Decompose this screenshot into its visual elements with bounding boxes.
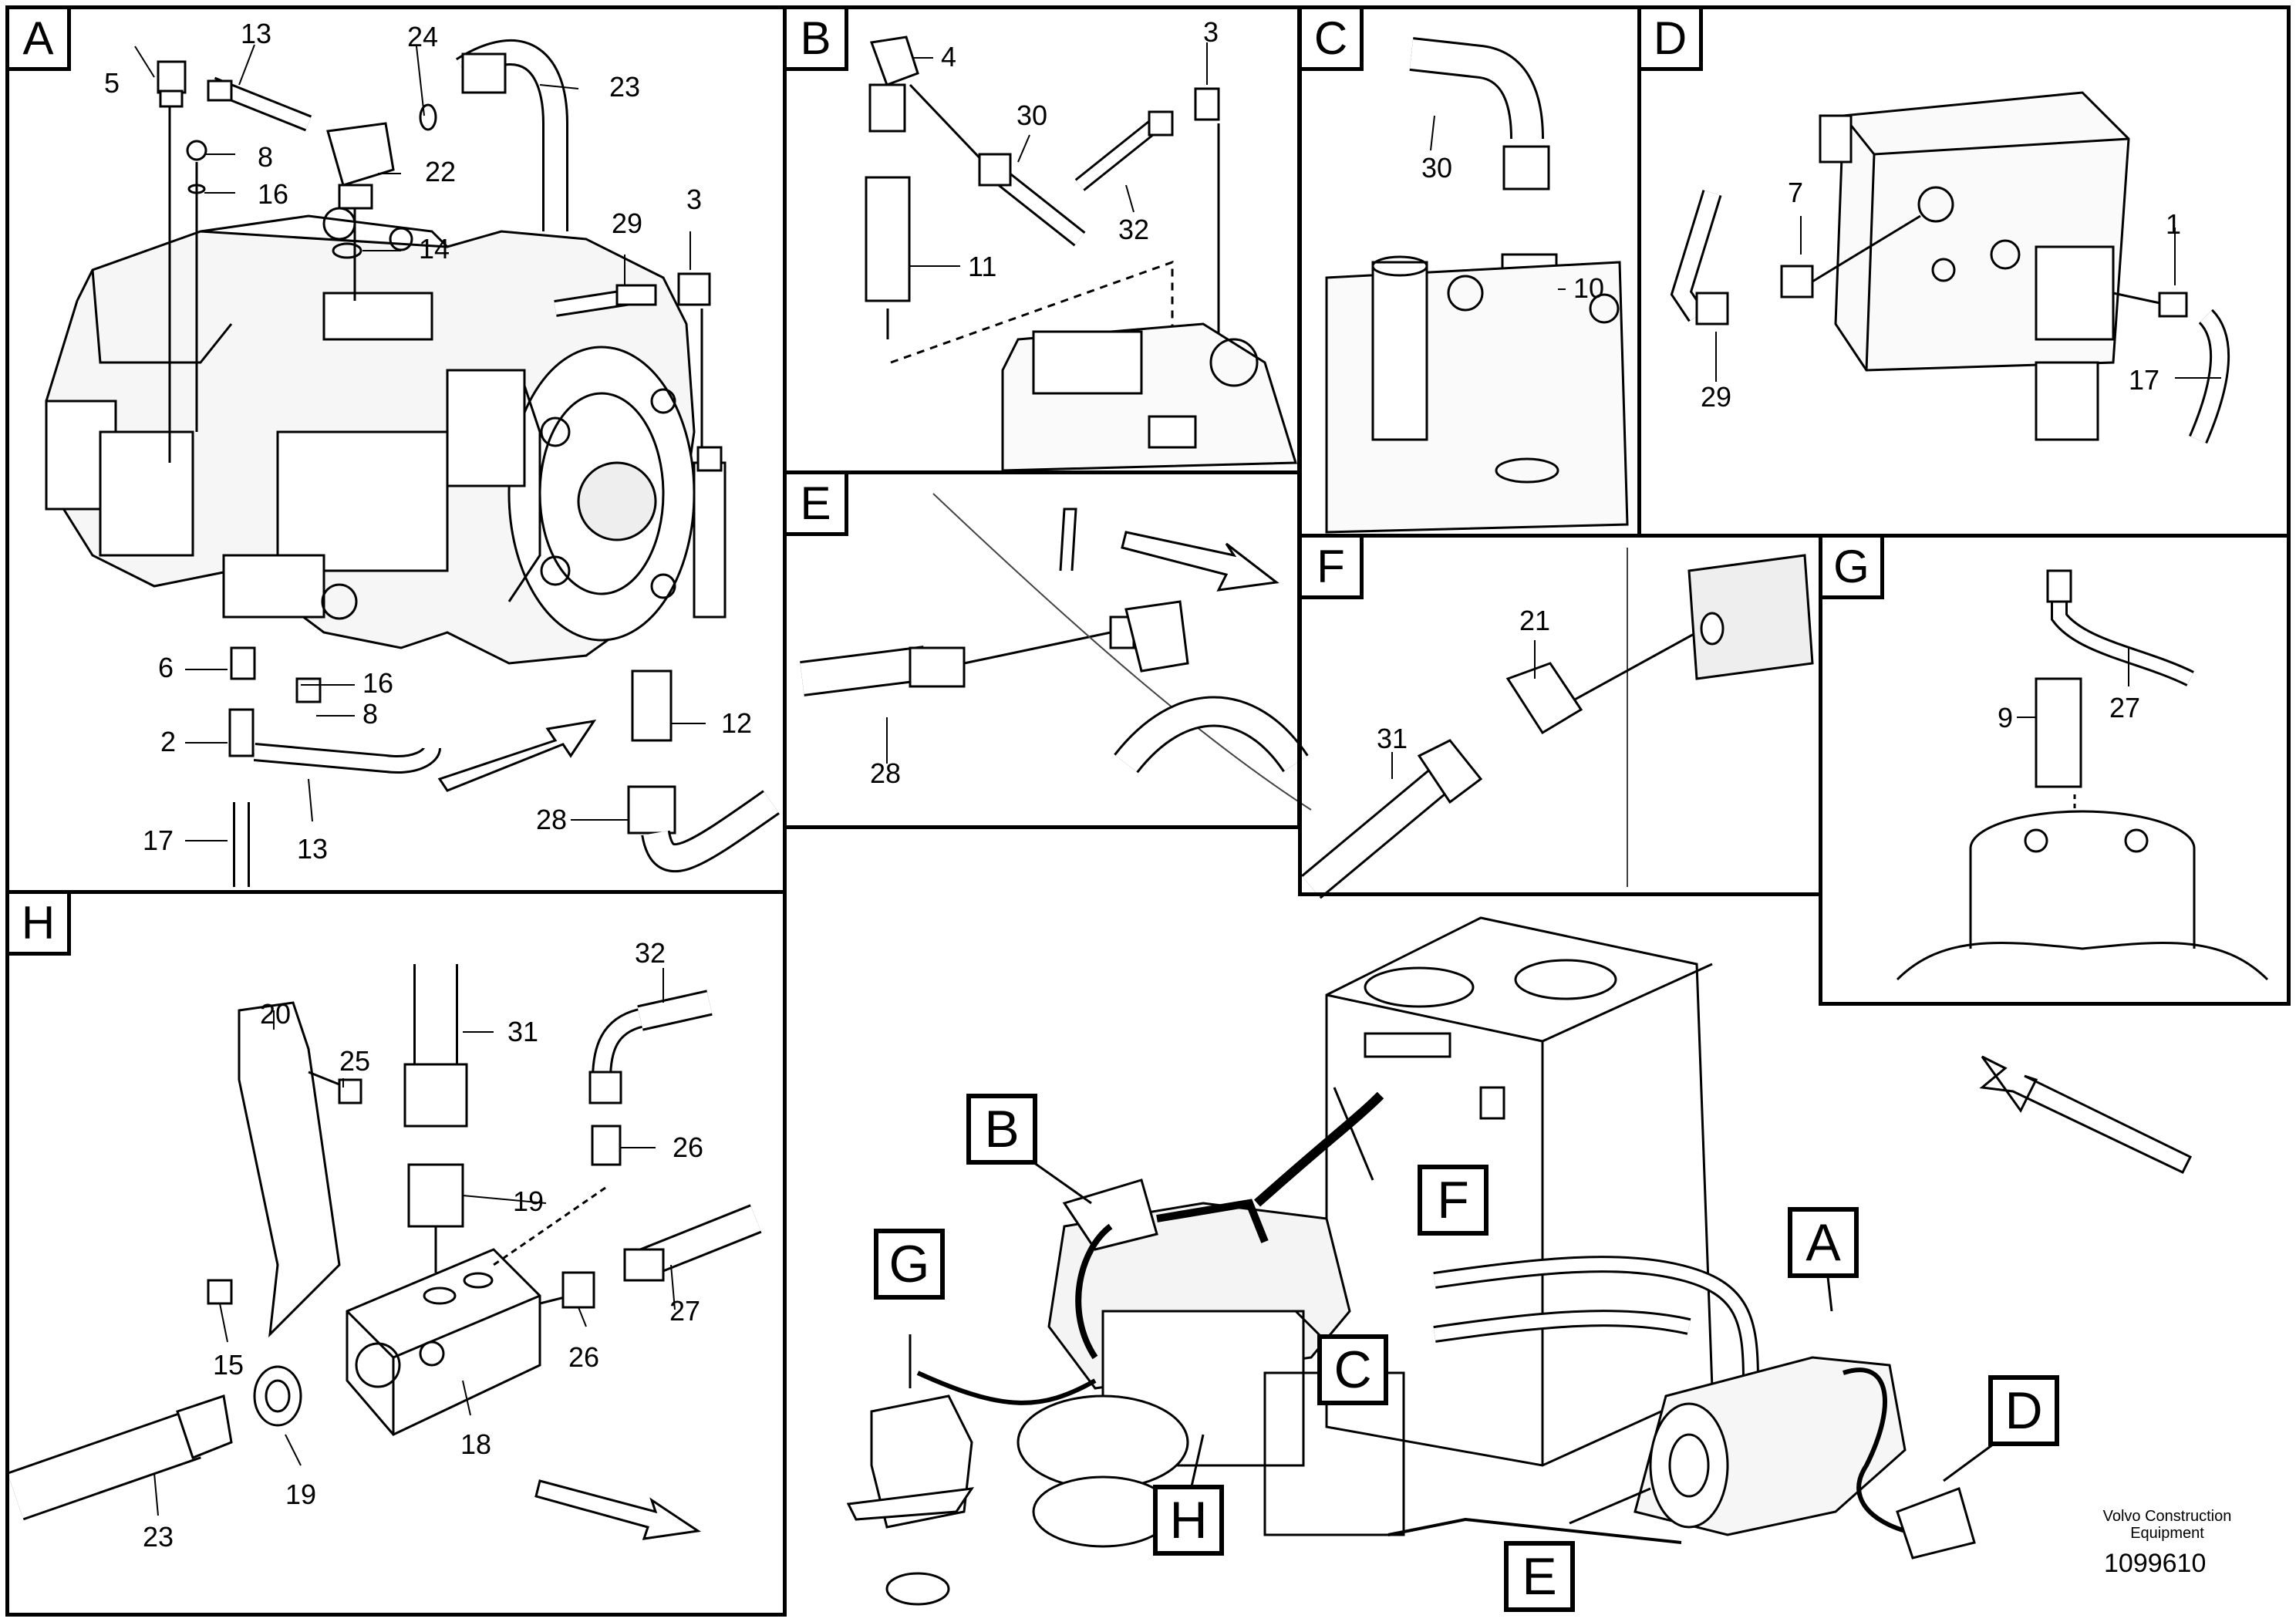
callout-a-23: 23	[609, 71, 641, 103]
panel-g-drawing	[1896, 569, 2269, 981]
panel-f-label: F	[1302, 538, 1364, 599]
callout-d-17: 17	[2129, 364, 2160, 396]
panel-d-label: D	[1641, 9, 1703, 71]
callout-d-7: 7	[1788, 177, 1804, 208]
callout-a-6: 6	[158, 652, 174, 683]
brand-name: Volvo Construction Equipment	[2075, 1508, 2260, 1542]
panel-g-label: G	[1822, 538, 1884, 599]
callout-h-31: 31	[507, 1016, 539, 1047]
callout-a-12: 12	[721, 707, 753, 739]
panel-e-label: E	[787, 474, 848, 536]
callout-g-9: 9	[1998, 702, 2014, 733]
overview-drawing	[846, 916, 2193, 1606]
callout-h-25: 25	[339, 1045, 371, 1077]
panel-b-label: B	[787, 9, 848, 71]
callout-a-8-top: 8	[258, 141, 274, 173]
overview-callout-e: E	[1504, 1541, 1575, 1612]
callout-a-16-bottom: 16	[362, 667, 394, 699]
panel-e: E	[783, 470, 1301, 829]
callout-h-23: 23	[143, 1521, 174, 1553]
callout-a-13-top: 13	[241, 18, 272, 49]
overview-callout-b: B	[966, 1094, 1037, 1165]
callout-a-24: 24	[407, 21, 439, 52]
callout-a-16-top: 16	[258, 178, 289, 210]
leader-lines	[134, 42, 2221, 1516]
callout-f-21: 21	[1519, 605, 1551, 636]
panel-h-drawing	[7, 964, 762, 1540]
overview-callout-c: C	[1317, 1334, 1388, 1405]
callout-d-1: 1	[2166, 208, 2182, 240]
callout-h-20: 20	[260, 998, 292, 1030]
panel-d: D	[1637, 5, 2291, 538]
callout-b-4: 4	[941, 41, 957, 73]
callout-h-15: 15	[213, 1349, 244, 1381]
overview-callout-d: D	[1988, 1375, 2059, 1446]
panel-d-drawing	[1670, 91, 2230, 444]
panel-a-drawing	[45, 39, 780, 887]
overview-callout-g: G	[874, 1229, 945, 1300]
panel-a-label: A	[9, 9, 71, 71]
callout-c-10: 10	[1573, 272, 1605, 304]
callout-a-8-bottom: 8	[362, 698, 379, 730]
callout-a-29: 29	[612, 207, 643, 239]
panel-c: C	[1298, 5, 1641, 538]
panel-b-drawing	[865, 35, 1298, 472]
callout-b-30: 30	[1017, 99, 1048, 131]
panel-a: A	[5, 5, 787, 894]
callout-c-30: 30	[1421, 152, 1453, 184]
panel-h: H	[5, 890, 787, 1617]
callout-h-19-top: 19	[513, 1185, 544, 1217]
callout-d-29: 29	[1701, 381, 1732, 413]
callout-b-3: 3	[1203, 16, 1219, 48]
callout-a-22: 22	[425, 156, 457, 187]
brand-line-1: Volvo Construction	[2102, 1508, 2232, 1525]
panel-h-label: H	[9, 894, 71, 956]
callout-h-32: 32	[635, 937, 666, 969]
panel-b: B	[783, 5, 1301, 474]
callout-f-31: 31	[1377, 723, 1408, 754]
overview-callout-a: A	[1788, 1207, 1859, 1278]
panel-e-drawing	[800, 493, 1312, 811]
callout-h-18: 18	[460, 1428, 492, 1460]
overview-callout-f: F	[1418, 1165, 1489, 1236]
callout-a-5: 5	[104, 67, 120, 99]
callout-a-3: 3	[686, 184, 703, 215]
callout-a-2: 2	[160, 726, 177, 757]
overview-callout-h: H	[1153, 1485, 1224, 1556]
callout-h-26-top: 26	[673, 1131, 704, 1163]
callout-h-27: 27	[669, 1295, 701, 1327]
callout-g-27: 27	[2109, 692, 2141, 723]
panel-g: G	[1819, 534, 2291, 1006]
document-number: 1099610	[2104, 1549, 2207, 1578]
callout-a-14: 14	[419, 233, 450, 265]
callout-a-13-bottom: 13	[297, 833, 329, 865]
panel-c-drawing	[1325, 37, 1629, 534]
callout-a-28: 28	[536, 804, 568, 835]
panel-f-drawing	[1301, 548, 1814, 899]
callout-h-19-bottom: 19	[285, 1479, 317, 1510]
panel-f: F	[1298, 534, 1822, 896]
callout-h-26-bottom: 26	[568, 1341, 600, 1373]
callout-a-17: 17	[143, 824, 174, 856]
callout-b-11: 11	[968, 251, 997, 282]
callout-e-28: 28	[870, 757, 902, 789]
callout-b-32: 32	[1118, 214, 1150, 245]
brand-line-2: Equipment	[2130, 1525, 2204, 1542]
panel-c-label: C	[1302, 9, 1364, 71]
